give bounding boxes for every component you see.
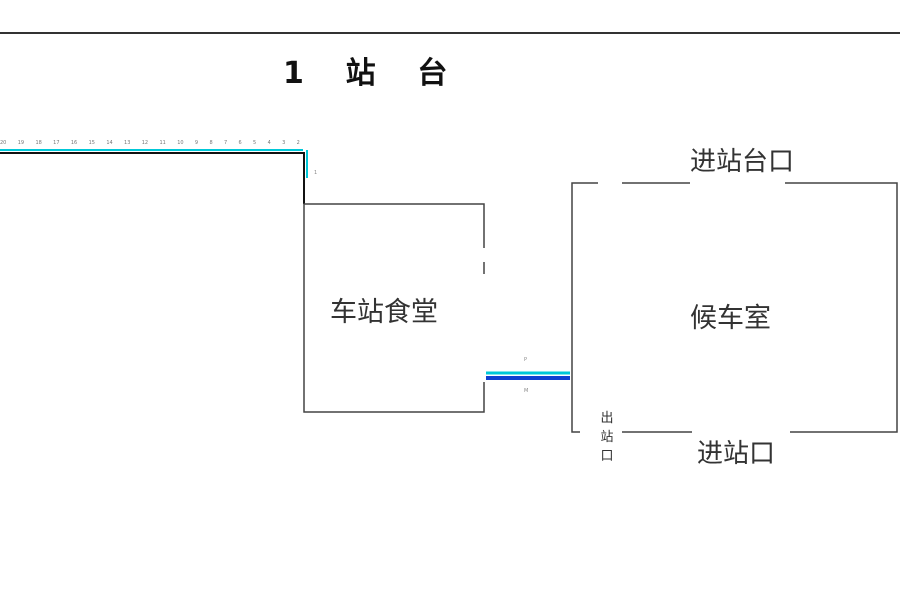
track-number-ruler: 20 19 18 17 16 15 14 13 12 11 10 9 8 7 6 5 4 3 2 <box>0 139 300 147</box>
track-number: 19 <box>17 140 25 146</box>
track-number: 6 <box>238 140 242 146</box>
track-number: 16 <box>70 140 78 146</box>
platform-entrance-label: 进站台口 <box>690 147 795 177</box>
track-number: 18 <box>35 140 42 146</box>
track-number: 15 <box>88 140 95 146</box>
corner-mark: 1 <box>314 170 318 176</box>
track-number: 7 <box>223 140 228 146</box>
track-number: 5 <box>253 140 257 146</box>
canteen-wall <box>303 203 485 413</box>
waiting-room-wall-top-left <box>571 182 598 433</box>
track-number: 14 <box>106 140 113 146</box>
canteen-label: 车站食堂 <box>330 297 438 328</box>
track-number: 12 <box>141 140 149 146</box>
waiting-room-label: 候车室 <box>690 303 771 334</box>
track-number: 13 <box>124 140 131 146</box>
bridge-top-mark: P <box>524 357 528 363</box>
track-number: 2 <box>296 140 300 146</box>
track-number: 4 <box>267 140 271 146</box>
track-number: 20 <box>0 140 7 146</box>
exit-label: 出站口 <box>600 411 614 464</box>
bridge-bottom-mark: M <box>524 388 529 394</box>
track-number: 8 <box>209 140 213 146</box>
waiting-room-wall-right <box>785 182 898 433</box>
track-number: 11 <box>159 140 166 146</box>
track-number: 17 <box>53 140 60 146</box>
track-number: 3 <box>282 140 286 146</box>
track-number: 9 <box>194 140 199 146</box>
entrance-label: 进站口 <box>697 439 776 469</box>
diagram-title: 1 站 台 <box>283 56 448 91</box>
track-number: 10 <box>177 140 184 146</box>
